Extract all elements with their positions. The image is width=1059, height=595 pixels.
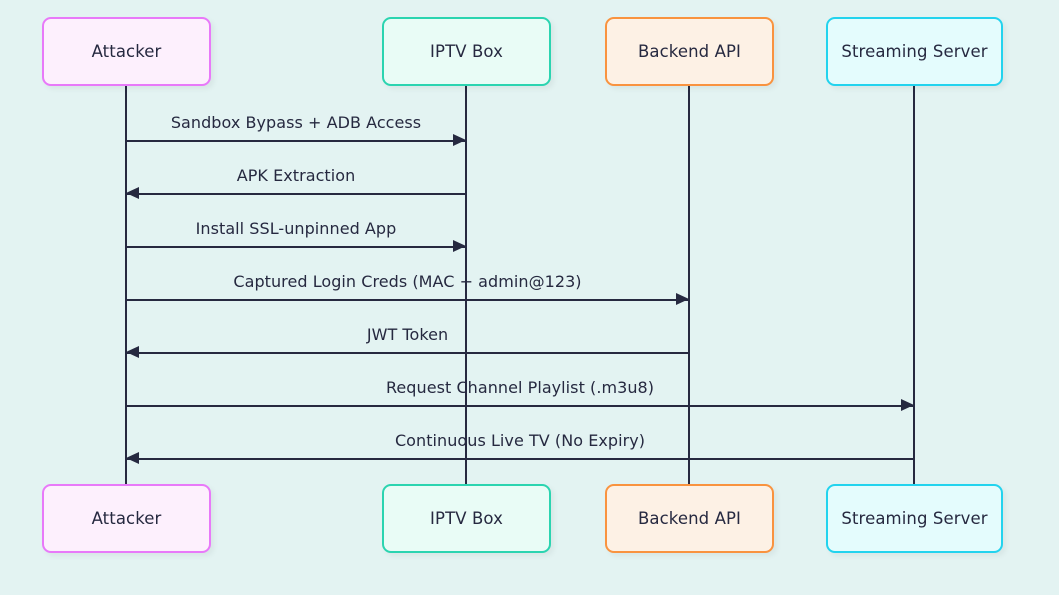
message-arrowhead-6 — [901, 398, 914, 411]
participant-label: Streaming Server — [841, 509, 988, 528]
message-line-2 — [126, 193, 466, 195]
message-line-7 — [126, 458, 914, 460]
participant-top-attacker[interactable]: Attacker — [42, 17, 211, 86]
message-arrowhead-4 — [676, 292, 689, 305]
message-arrowhead-7 — [126, 451, 139, 464]
participant-label: IPTV Box — [430, 509, 503, 528]
message-line-4 — [126, 299, 689, 301]
participant-bottom-backend_api[interactable]: Backend API — [605, 484, 774, 553]
message-label-5: JWT Token — [366, 325, 449, 344]
participant-top-backend_api[interactable]: Backend API — [605, 17, 774, 86]
lifeline-iptv_box — [465, 86, 467, 484]
message-label-3: Install SSL-unpinned App — [195, 219, 397, 238]
lifeline-streaming_server — [913, 86, 915, 484]
participant-bottom-iptv_box[interactable]: IPTV Box — [382, 484, 551, 553]
participant-label: Backend API — [637, 509, 741, 528]
participant-label: Attacker — [91, 509, 162, 528]
message-line-5 — [126, 352, 689, 354]
participant-top-iptv_box[interactable]: IPTV Box — [382, 17, 551, 86]
message-label-2: APK Extraction — [236, 166, 356, 185]
message-line-1 — [126, 140, 466, 142]
participant-bottom-attacker[interactable]: Attacker — [42, 484, 211, 553]
message-label-7: Continuous Live TV (No Expiry) — [394, 431, 646, 450]
message-line-3 — [126, 246, 466, 248]
participant-top-streaming_server[interactable]: Streaming Server — [826, 17, 1003, 86]
participant-label: Streaming Server — [841, 42, 988, 61]
participant-label: Backend API — [637, 42, 741, 61]
message-label-4: Captured Login Creds (MAC + admin@123) — [233, 272, 582, 291]
participant-bottom-streaming_server[interactable]: Streaming Server — [826, 484, 1003, 553]
lifeline-attacker — [125, 86, 127, 484]
message-arrowhead-3 — [453, 239, 466, 252]
message-label-6: Request Channel Playlist (.m3u8) — [385, 378, 655, 397]
message-line-6 — [126, 405, 914, 407]
lifeline-backend_api — [688, 86, 690, 484]
message-arrowhead-2 — [126, 186, 139, 199]
message-arrowhead-5 — [126, 345, 139, 358]
participant-label: Attacker — [91, 42, 162, 61]
message-arrowhead-1 — [453, 133, 466, 146]
participant-label: IPTV Box — [430, 42, 503, 61]
message-label-1: Sandbox Bypass + ADB Access — [170, 113, 422, 132]
